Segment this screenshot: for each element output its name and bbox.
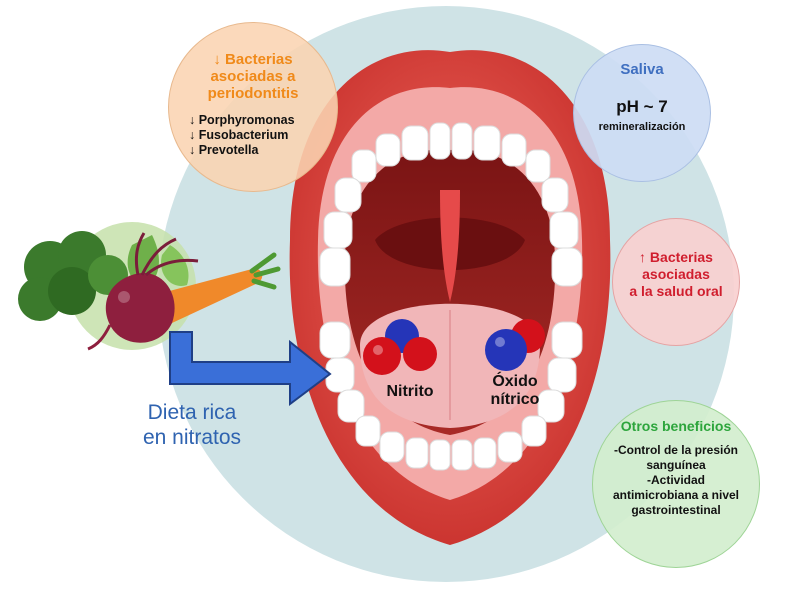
- oral-health-bacteria-bubble: ↑ Bacterias asociadas a la salud oral: [612, 218, 740, 346]
- other-benefits-line2: sanguínea: [646, 458, 706, 472]
- carrot: [162, 268, 263, 323]
- other-benefits-bubble: Otros beneficios -Control de la presión …: [592, 400, 760, 568]
- vegetables-illustration: [18, 231, 281, 351]
- periodontitis-title-line2: asociadas a: [210, 68, 296, 85]
- diet-line2: en nitratos: [142, 426, 242, 449]
- other-benefits-title: Otros beneficios: [620, 418, 732, 434]
- nitric-oxide-molecule: [485, 319, 545, 371]
- saliva-ph: pH ~ 7: [616, 97, 668, 116]
- nitric-oxide-line1: Óxido: [492, 373, 538, 390]
- diet-label: Dieta rica en nitratos: [122, 400, 262, 450]
- other-benefits-line1: -Control de la presión: [613, 443, 738, 457]
- list-item: ↓ Porphyromonas: [189, 113, 295, 127]
- periodontitis-bacteria-bubble: ↓ Bacterias asociadas a periodontitis ↓ …: [168, 22, 338, 192]
- other-benefits-text: -Control de la presión sanguínea -Activi…: [597, 443, 755, 518]
- lower-teeth: [319, 321, 583, 471]
- beet: [87, 232, 199, 351]
- periodontitis-title-line3: periodontitis: [207, 85, 299, 102]
- upper-teeth: [319, 122, 583, 287]
- nitric-oxide-line2: nítrico: [490, 391, 540, 408]
- nitrite-label: Nitrito: [386, 383, 434, 400]
- other-benefits-line4: antimicrobiana a nivel: [612, 488, 740, 502]
- list-item: ↓ Fusobacterium: [189, 128, 289, 142]
- oral-health-line1: ↑ Bacterias: [639, 249, 713, 265]
- diet-line1: Dieta rica: [147, 401, 237, 424]
- other-benefits-line5: gastrointestinal: [631, 503, 721, 517]
- saliva-title: Saliva: [620, 61, 664, 78]
- bacteria-list: ↓ Porphyromonas ↓ Fusobacterium ↓ Prevot…: [189, 113, 295, 158]
- uvula: [440, 190, 460, 302]
- oral-health-line2: asociadas: [642, 266, 710, 282]
- periodontitis-title-line1: ↓ Bacterias: [213, 51, 293, 68]
- list-item: ↓ Prevotella: [189, 143, 259, 157]
- other-benefits-line3: -Actividad: [646, 473, 705, 487]
- periodontitis-title: ↓ Bacterias asociadas a periodontitis: [169, 51, 337, 102]
- nitric-oxide-label: Óxido nítrico: [470, 373, 560, 409]
- saliva-remineralization: remineralización: [598, 121, 686, 133]
- diet-to-mouth-arrow: [169, 331, 332, 406]
- broccoli: [18, 231, 128, 321]
- open-mouth-illustration: [289, 50, 611, 545]
- oral-health-title: ↑ Bacterias asociadas a la salud oral: [613, 249, 739, 300]
- nitrite-molecule: [363, 319, 437, 375]
- oral-health-line3: a la salud oral: [629, 283, 723, 299]
- saliva-bubble: Saliva pH ~ 7 remineralización: [573, 44, 711, 182]
